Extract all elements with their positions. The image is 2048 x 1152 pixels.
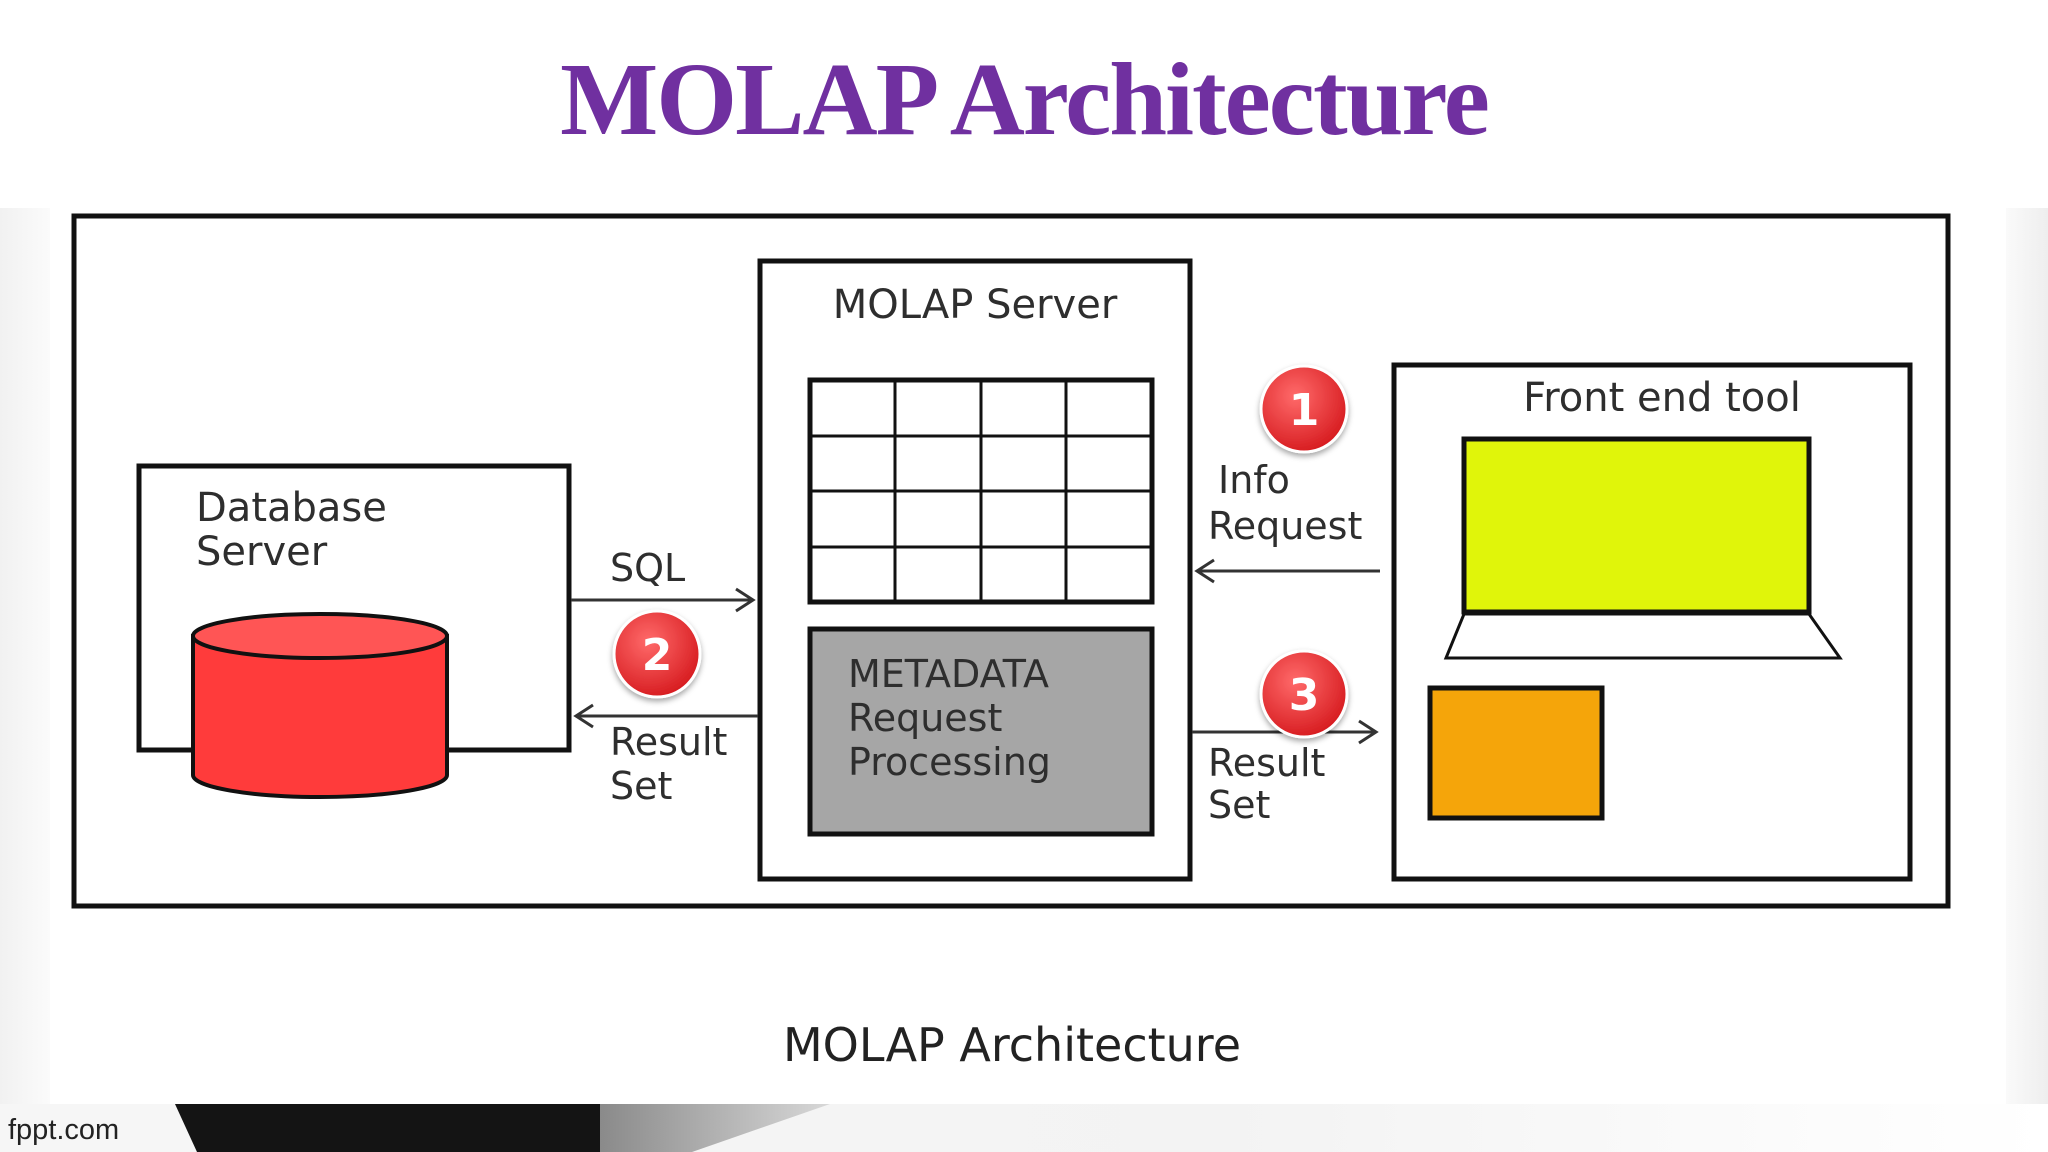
outer-frame — [71, 213, 1951, 909]
multidimensional-cube-grid — [807, 377, 1155, 605]
metadata-processing-box — [807, 626, 1155, 837]
step-badge-3-number: 3 — [1289, 670, 1320, 721]
step-badge-2-number: 2 — [642, 630, 673, 681]
right-side-band — [2006, 208, 2048, 1104]
result-set-left-line2: Set — [610, 764, 672, 808]
info-request-arrow — [1194, 558, 1380, 584]
step-badge-2: 2 — [612, 609, 702, 699]
molap-architecture-diagram: Database Server MOLAP Server METADATA Re… — [71, 213, 1951, 1072]
front-end-tool-label: Front end tool — [1523, 375, 1801, 421]
database-cylinder-icon — [191, 612, 449, 799]
info-request-line2: Request — [1208, 504, 1362, 548]
step-badge-1-number: 1 — [1289, 385, 1320, 436]
database-server-label-line1: Database — [196, 485, 387, 531]
metadata-label-line2: Request — [848, 696, 1002, 740]
left-side-band — [0, 208, 50, 1104]
step-badge-3: 3 — [1259, 649, 1349, 739]
info-request-line1: Info — [1218, 458, 1290, 502]
sql-arrow — [571, 587, 756, 613]
sql-label: SQL — [610, 546, 685, 590]
footer-dark-shape — [175, 1104, 615, 1152]
result-set-left-arrow — [573, 703, 758, 729]
laptop-icon — [1443, 436, 1843, 660]
step-badge-1: 1 — [1259, 364, 1349, 454]
metadata-label-line1: METADATA — [848, 652, 1049, 696]
keyboard-icon — [1427, 685, 1605, 821]
metadata-label-line3: Processing — [848, 740, 1051, 784]
diagram-caption: MOLAP Architecture — [783, 1018, 1241, 1072]
database-server-label-line2: Server — [196, 529, 328, 575]
result-set-left-line1: Result — [610, 720, 727, 764]
footer-grey-shape — [600, 1104, 830, 1152]
result-set-right-line2: Set — [1208, 783, 1270, 827]
result-set-right-line1: Result — [1208, 741, 1325, 785]
slide-title: MOLAP Architecture — [560, 42, 1490, 157]
footer-brand-text: fppt.com — [8, 1114, 120, 1146]
molap-server-label: MOLAP Server — [833, 282, 1118, 328]
slide-footer: fppt.com — [0, 1104, 2048, 1152]
